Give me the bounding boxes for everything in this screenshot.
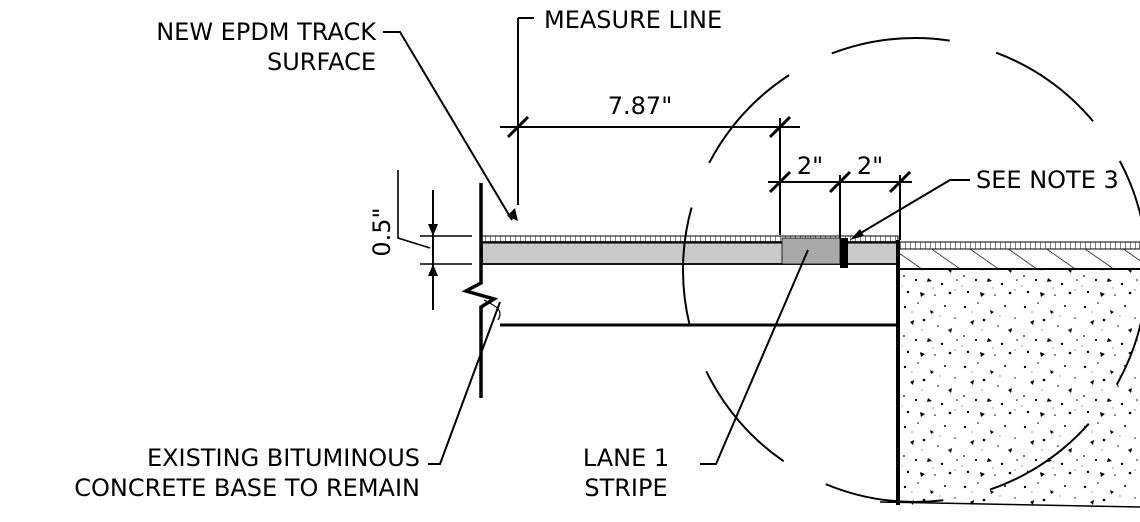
label-existing-line2: CONCRETE BASE TO REMAIN (74, 474, 420, 502)
label-measure-line: MEASURE LINE (544, 6, 722, 34)
dimension-thickness: 0.5" (368, 170, 472, 310)
dimension-stripe-a-label: 2" (797, 152, 823, 180)
lane-stripe (781, 237, 848, 268)
leader-lane: LANE 1 STRIPE (583, 249, 809, 502)
dimension-main: 7.87" (500, 17, 800, 235)
label-lane-line2: STRIPE (584, 474, 667, 502)
dimension-thickness-label: 0.5" (368, 207, 396, 256)
dimension-main-label: 7.87" (608, 92, 672, 120)
existing-base (500, 323, 898, 327)
dimension-stripe: 2" 2" (768, 152, 912, 240)
detail-circle (682, 37, 1140, 503)
label-epdm-line2: SURFACE (267, 48, 376, 76)
label-epdm-line1: NEW EPDM TRACK (156, 18, 377, 46)
right-section (879, 240, 1140, 508)
leader-epdm: NEW EPDM TRACK SURFACE (156, 18, 518, 221)
leader-see-note: SEE NOTE 3 (850, 166, 1119, 240)
left-edge-break (461, 183, 501, 398)
label-lane-line1: LANE 1 (583, 444, 669, 472)
leader-existing: EXISTING BITUMINOUS CONCRETE BASE TO REM… (74, 301, 501, 502)
label-see-note: SEE NOTE 3 (976, 166, 1119, 194)
dimension-stripe-b-label: 2" (857, 152, 883, 180)
label-existing-line1: EXISTING BITUMINOUS (147, 444, 420, 472)
